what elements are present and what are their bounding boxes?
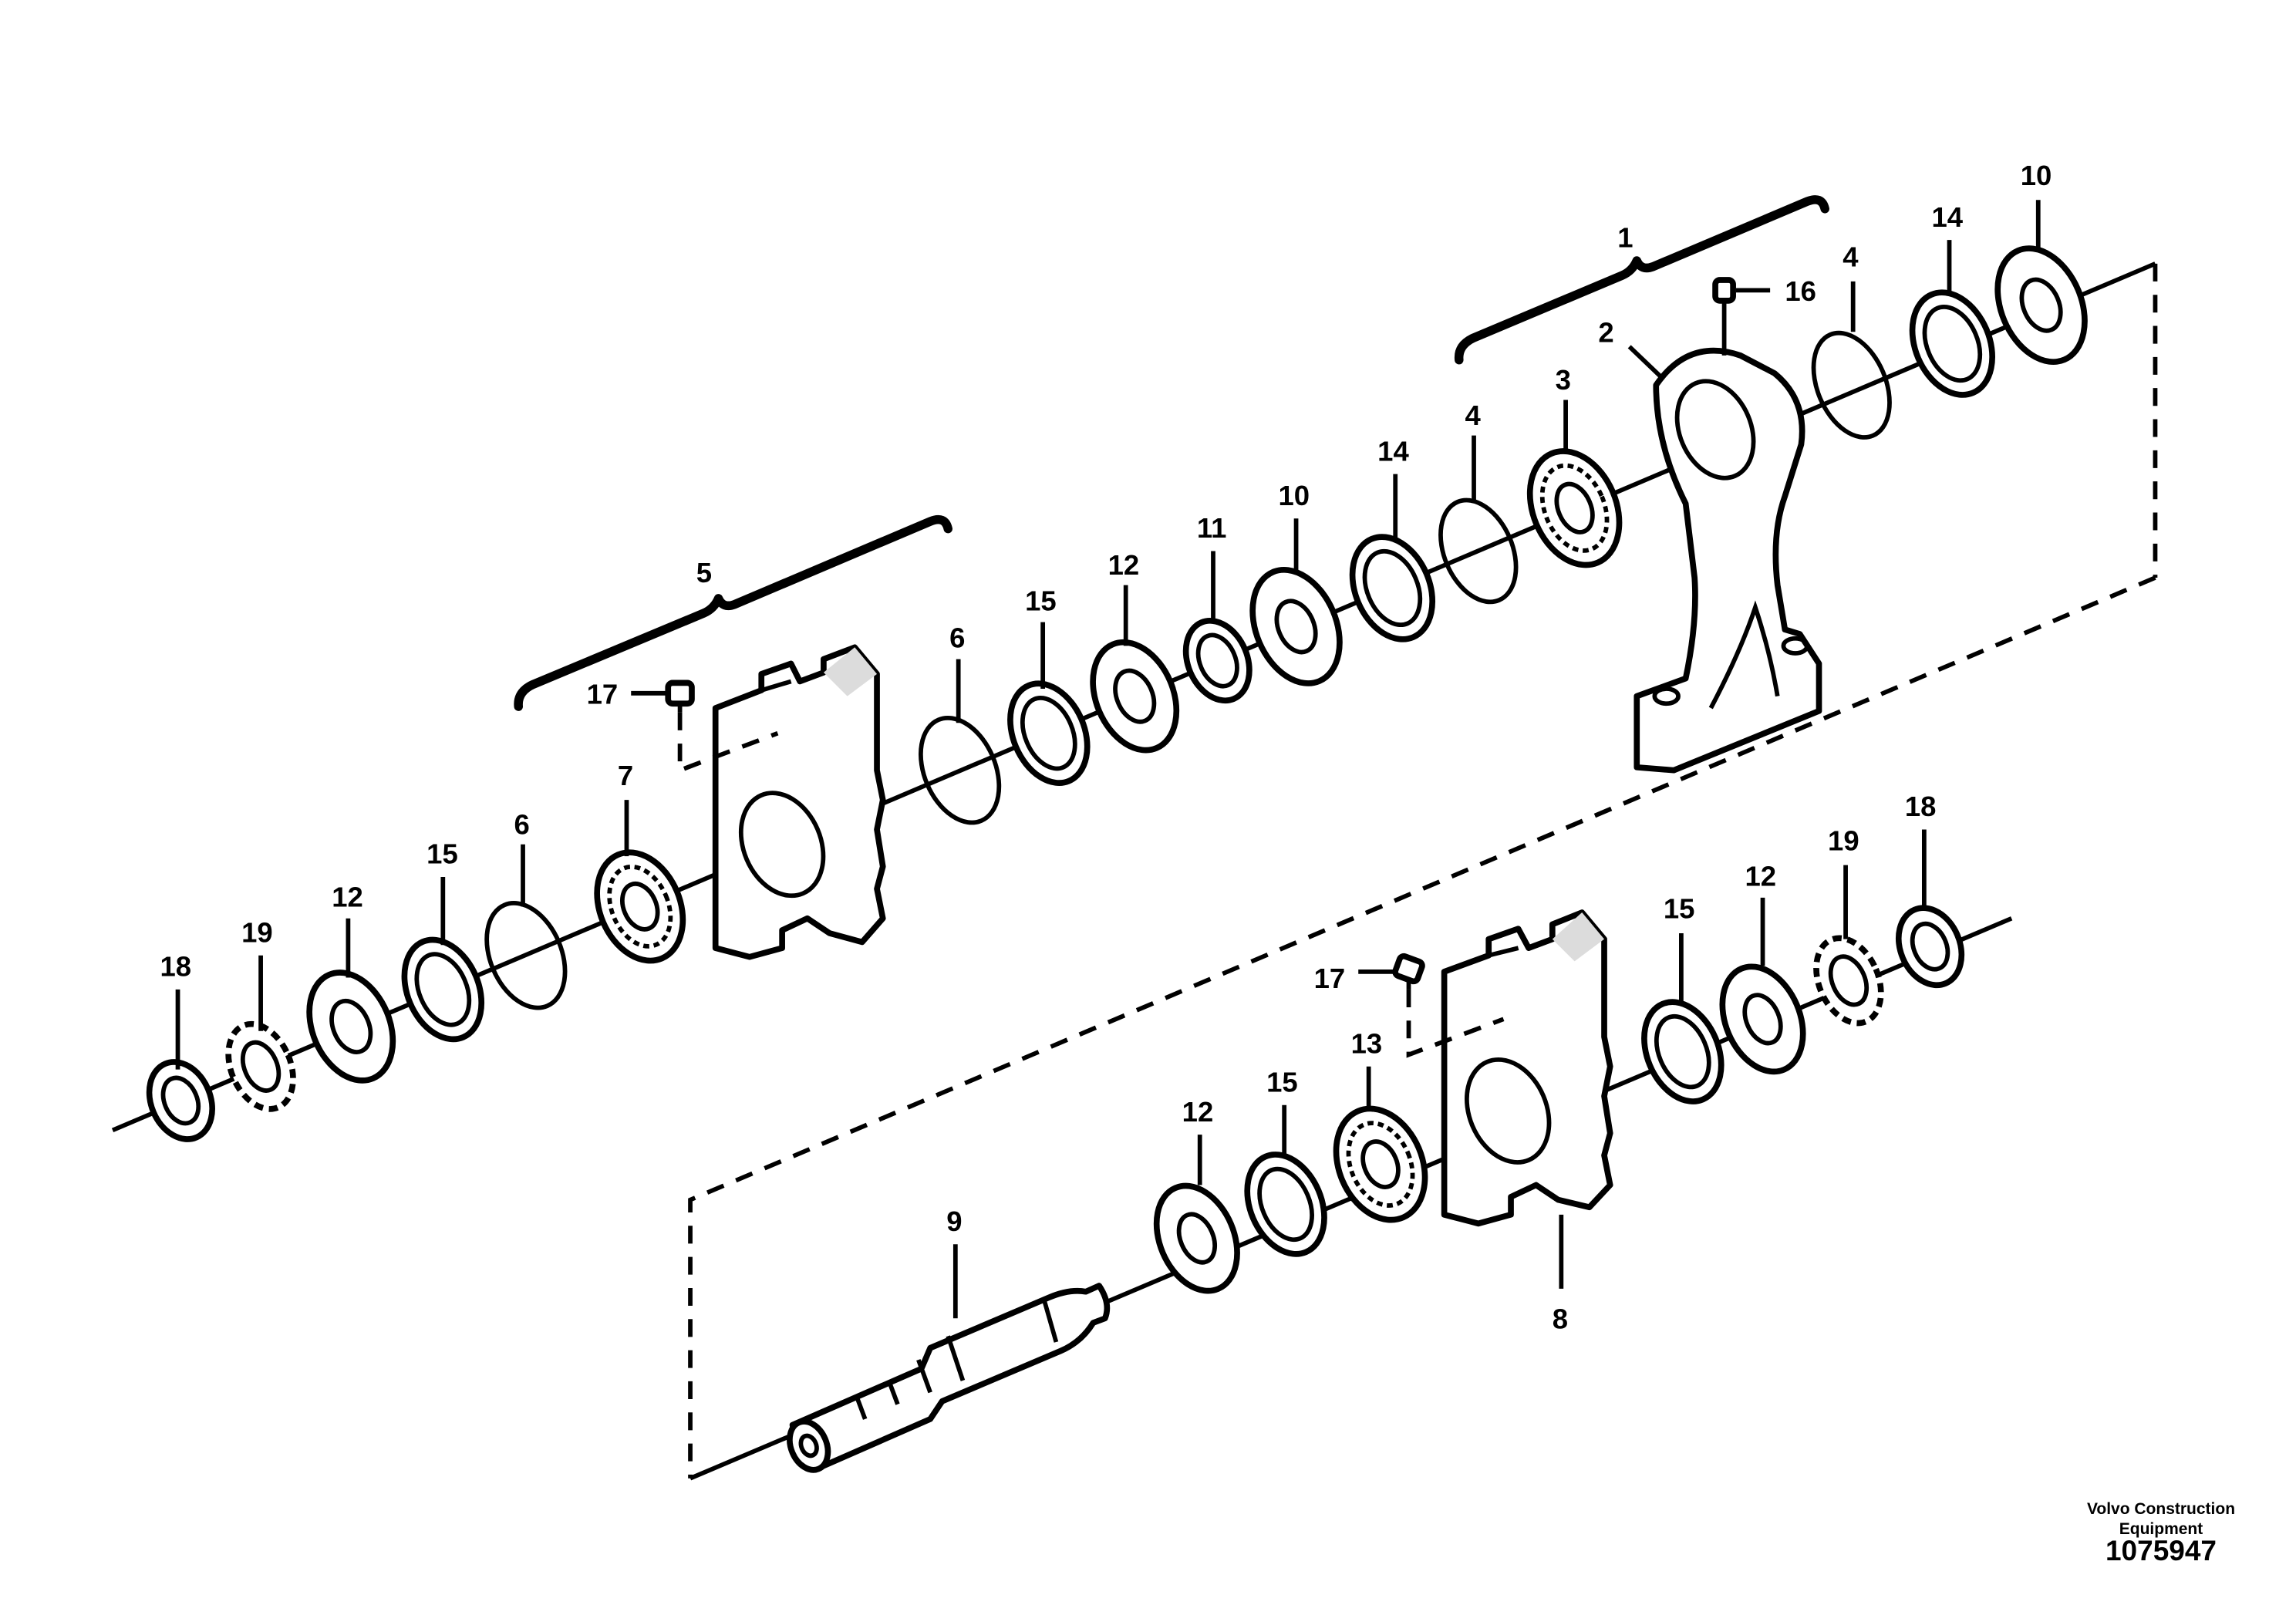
leader-lines (175, 200, 2041, 1319)
snap-ring-6-right (919, 715, 1002, 825)
publisher-line-2: Equipment (2119, 1520, 2203, 1538)
publisher-label: Volvo Construction Equipment (2045, 1499, 2277, 1539)
lock-washer-right (1813, 935, 1884, 1027)
callout-14-upper: 14 (1377, 435, 1409, 467)
grease-nipple-16 (1712, 277, 1771, 356)
callout-4-left: 4 (1465, 400, 1481, 431)
snap-ring-4-right (1811, 330, 1892, 440)
callout-19-left: 19 (241, 916, 273, 948)
callout-15-upper: 15 (1025, 585, 1057, 616)
bearing-7 (594, 849, 686, 964)
callout-19-right: 19 (1828, 824, 1859, 856)
callout-10-upper: 10 (1279, 480, 1310, 511)
lock-nut-left (146, 1059, 215, 1142)
document-number: 1075947 (2105, 1535, 2217, 1566)
lock-nut-right (1895, 905, 1965, 989)
callout-15-left: 15 (426, 838, 458, 870)
callout-8: 8 (1553, 1303, 1568, 1335)
assembly-axes (111, 261, 2158, 1481)
snap-ring-4-left (1438, 497, 1519, 605)
callout-labels: 1 2 3 4 4 5 6 6 7 8 9 10 10 11 12 12 12 … (160, 160, 2052, 1335)
callout-9: 9 (946, 1206, 962, 1237)
callout-1: 1 (1617, 222, 1633, 254)
callout-15-lower-left: 15 (1266, 1066, 1298, 1098)
callout-4-right: 4 (1843, 241, 1859, 273)
publisher-line-1: Volvo Construction (2086, 1500, 2236, 1518)
callout-15-lower-right: 15 (1664, 893, 1695, 925)
washer-10-upper (1249, 566, 1343, 686)
callout-17-left: 17 (587, 678, 619, 710)
washer-10-right (1994, 245, 2088, 366)
seal-15-lower-right (1641, 999, 1725, 1104)
grease-nipple-lower (1358, 953, 1505, 1058)
seal-15-left (401, 936, 485, 1043)
callout-6-right: 6 (949, 622, 965, 653)
callout-12-upper: 12 (1108, 549, 1140, 581)
callout-12-left: 12 (332, 881, 363, 912)
spacer-11 (1182, 617, 1253, 704)
grease-nipple-left (631, 679, 779, 774)
callout-17-lower: 17 (1314, 963, 1346, 994)
callout-16: 16 (1785, 275, 1816, 307)
callout-13: 13 (1351, 1028, 1383, 1060)
washer-12-upper (1090, 639, 1180, 754)
washer-12-lower-right (1719, 963, 1806, 1075)
seal-15-lower-left (1244, 1152, 1327, 1257)
callout-6-left: 6 (514, 808, 530, 840)
callout-18-left: 18 (160, 951, 191, 983)
shaft-9 (787, 1283, 1111, 1473)
callout-2: 2 (1598, 317, 1613, 349)
seal-15-upper (1007, 680, 1091, 786)
lock-washer-left (225, 1020, 296, 1112)
bearing-housing-5 (712, 644, 886, 960)
snap-ring-6-left (484, 901, 568, 1010)
callout-18-right: 18 (1905, 791, 1937, 822)
callout-7: 7 (618, 760, 633, 791)
brace-assembly-5 (514, 514, 952, 711)
brace-assembly-1 (1454, 195, 1829, 365)
seal-14-right (1909, 289, 1995, 398)
pedestal-bracket-2 (1633, 347, 1822, 774)
bearing-3 (1526, 448, 1623, 568)
bearing-13 (1333, 1105, 1428, 1223)
callout-14-right: 14 (1931, 201, 1963, 233)
callout-10-right: 10 (2021, 160, 2052, 191)
callout-3: 3 (1556, 364, 1571, 396)
washer-12-lower (1153, 1182, 1240, 1294)
callout-12-lower-right: 12 (1745, 860, 1776, 892)
bearing-housing-8 (1441, 909, 1613, 1227)
seal-14-upper (1349, 534, 1436, 642)
callout-11: 11 (1197, 512, 1227, 544)
callout-12-lower: 12 (1182, 1096, 1214, 1128)
callout-5: 5 (696, 557, 712, 588)
washer-12-left (306, 969, 396, 1084)
